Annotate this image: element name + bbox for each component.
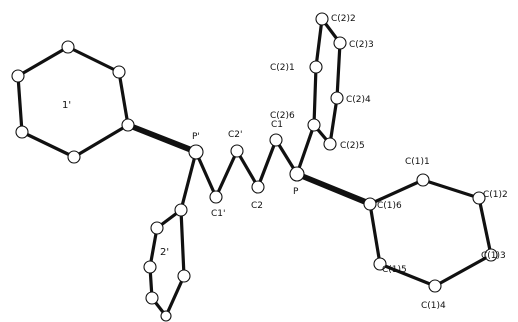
atom-carbon [363, 197, 377, 211]
bond [312, 65, 318, 127]
bond [179, 208, 186, 278]
bond [256, 138, 278, 189]
ring-1-prime [16, 45, 130, 159]
label-c1: C1 [271, 120, 283, 130]
atom-carbon-c2-prime [230, 144, 244, 158]
alkyl-chain [194, 138, 299, 199]
label-ring-1-prime: 1' [62, 100, 71, 111]
atom-carbon [15, 125, 29, 139]
label-c1-prime: C1' [211, 209, 225, 219]
label-c2-4: C(2)4 [346, 95, 371, 105]
atom-carbon-c1 [269, 133, 283, 147]
label-c2-1: C(2)1 [270, 63, 295, 73]
label-c2-prime: C2' [228, 130, 242, 140]
bond-p-ring2 [295, 123, 316, 176]
label-c1-3: C(1)3 [481, 251, 506, 261]
label-c1-4: C(1)4 [421, 301, 446, 311]
bond [433, 253, 493, 288]
bond [194, 150, 218, 199]
bond [117, 70, 130, 127]
atom-carbon [472, 191, 486, 205]
bond [16, 74, 24, 134]
atom-carbon [307, 118, 321, 132]
label-ring-2-prime: 2' [160, 247, 169, 258]
atom-carbon [177, 269, 191, 283]
bond [477, 196, 493, 257]
label-c2: C2 [251, 201, 263, 211]
atom-carbon [11, 69, 25, 83]
bond [378, 262, 437, 288]
atom-carbon [174, 203, 188, 217]
atom-carbon [373, 257, 387, 271]
bond [214, 149, 239, 199]
atom-carbon [315, 12, 329, 26]
atom-carbon [333, 36, 347, 50]
bond [328, 96, 339, 146]
label-p-prime: P' [192, 132, 200, 142]
atom-carbon [67, 150, 81, 164]
bond [235, 149, 260, 189]
atom-carbon [330, 91, 344, 105]
label-c2-3: C(2)3 [349, 40, 374, 50]
bond [335, 41, 342, 100]
atom-carbon [428, 279, 442, 293]
label-c2-5: C(2)5 [340, 141, 365, 151]
label-c1-5: C(1)5 [382, 265, 407, 275]
label-c2-2: C(2)2 [331, 14, 356, 24]
bond [16, 45, 70, 78]
bond [20, 130, 76, 159]
atom-carbon [145, 291, 159, 305]
bond [421, 178, 481, 200]
bond [148, 226, 159, 269]
atom-carbon-c2 [251, 180, 265, 194]
atom-carbon [61, 40, 75, 54]
label-p: P [293, 187, 299, 197]
atom-carbon [323, 137, 337, 151]
wedge-bond [297, 171, 371, 207]
atom-carbon [112, 65, 126, 79]
bond [72, 123, 130, 159]
bond-p-prime-ring2 [179, 150, 198, 212]
bond [368, 202, 382, 266]
atom-labels: 1' 2' P' C1' C2' C2 C1 P C(2)1 C(2)2 C(2… [62, 14, 508, 311]
label-c1-1: C(1)1 [405, 157, 430, 167]
atom-carbon [160, 310, 172, 322]
atoms [11, 12, 498, 322]
label-c2-6: C(2)6 [270, 111, 295, 121]
atom-phosphorus [289, 166, 305, 182]
atom-carbon [484, 248, 498, 262]
label-c1-6: C(1)6 [377, 201, 402, 211]
bond [368, 178, 425, 206]
bond [314, 17, 324, 69]
ring-c1 [368, 178, 493, 288]
atom-carbon-c1-prime [209, 190, 223, 204]
bond [66, 45, 121, 74]
atom-carbon [416, 173, 430, 187]
atom-carbon [121, 118, 135, 132]
atom-carbon [150, 221, 164, 235]
wedge-bond [128, 122, 197, 155]
atom-carbon [143, 260, 157, 274]
atom-carbon [309, 60, 323, 74]
atom-phosphorus-prime [188, 144, 204, 160]
bond [164, 274, 186, 318]
label-c1-2: C(1)2 [483, 190, 508, 200]
